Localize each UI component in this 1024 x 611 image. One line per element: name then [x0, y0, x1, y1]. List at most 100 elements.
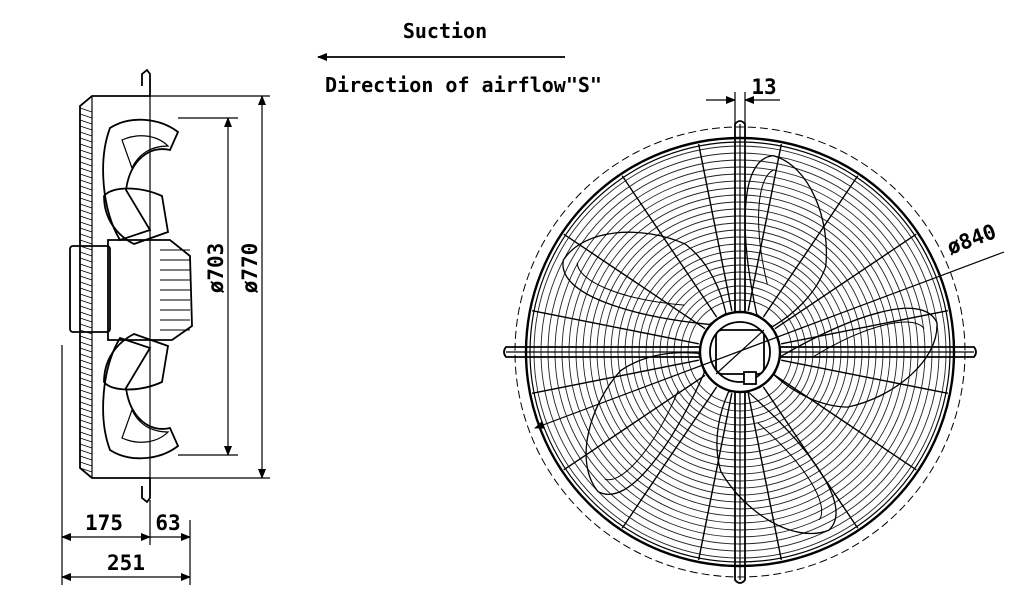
side-guard-wire: [79, 401, 93, 407]
side-guard-wire: [79, 353, 93, 359]
side-guard-wire: [79, 335, 93, 341]
side-guard-wire: [79, 419, 93, 425]
side-guard-wire: [79, 443, 93, 449]
blade-mid: [103, 187, 170, 245]
guard-spoke: [563, 374, 706, 471]
motor-rotor: [107, 239, 193, 341]
side-guard-wire: [79, 431, 93, 437]
side-guard-wire: [79, 311, 93, 317]
guard-spoke: [697, 143, 733, 311]
guard-spoke: [762, 175, 859, 318]
dim-840-label: ø840: [944, 219, 1000, 259]
side-guard-wire: [79, 413, 93, 419]
dim-251-label: 251: [107, 551, 145, 575]
side-guard-wire: [79, 131, 93, 137]
side-guard-wire: [79, 233, 93, 239]
guard-spoke: [697, 393, 733, 561]
dim-13-label: 13: [751, 75, 776, 99]
guard-spoke: [762, 386, 859, 529]
side-guard-wire: [79, 323, 93, 329]
side-guard-wire: [79, 437, 93, 443]
hub-diagonal: [715, 329, 765, 375]
guard-spoke: [774, 374, 917, 471]
side-guard-wire: [79, 455, 93, 461]
motor-body: [69, 245, 111, 333]
side-guard-wire: [79, 347, 93, 353]
side-guard-wire: [79, 299, 93, 305]
side-guard-wire: [79, 383, 93, 389]
blade-upper-slot: [121, 135, 170, 170]
airflow-direction-label: Direction of airflow"S": [325, 73, 602, 97]
guard-spoke: [747, 143, 783, 311]
side-guard-wire: [79, 287, 93, 293]
guard-spoke: [781, 309, 949, 345]
fan-blade: [562, 231, 727, 326]
fan-blade-outline: [585, 352, 705, 495]
side-guard-wire: [79, 173, 93, 179]
fan-blade-slot: [757, 422, 823, 521]
suction-label: Suction: [403, 19, 487, 43]
side-guard-wire: [79, 341, 93, 347]
side-guard-wire: [79, 113, 93, 119]
side-guard-wire: [79, 107, 93, 113]
guard-spoke: [621, 386, 718, 529]
dim-line-840: [534, 251, 1005, 429]
side-guard-wire: [79, 149, 93, 155]
side-guard-wire: [79, 185, 93, 191]
side-guard-wire: [79, 251, 93, 257]
side-guard-wire: [79, 257, 93, 263]
side-guard-wire: [79, 269, 93, 275]
side-guard-wire: [79, 167, 93, 173]
side-guard-wire: [79, 155, 93, 161]
fan-blade-slot: [604, 390, 679, 481]
guard-spoke: [774, 233, 917, 330]
side-guard-wire: [79, 389, 93, 395]
side-guard-wire: [79, 293, 93, 299]
fan-blade: [585, 352, 705, 495]
side-guard-wire: [79, 179, 93, 185]
guard-spoke: [531, 309, 699, 345]
fan-blade-slot: [758, 169, 775, 285]
side-guard-wire: [79, 221, 93, 227]
guard-spoke: [563, 233, 706, 330]
side-guard-wire: [79, 227, 93, 233]
guard-spoke: [781, 359, 949, 395]
side-guard-wire: [79, 161, 93, 167]
side-guard-wire: [79, 263, 93, 269]
side-guard-wire: [79, 377, 93, 383]
blade-lower: [102, 336, 180, 460]
side-guard-wire: [79, 449, 93, 455]
fan-side-view: ø703 ø770 175 63 251: [61, 68, 270, 585]
side-guard-wire: [79, 371, 93, 377]
side-guard-wire: [79, 125, 93, 131]
side-guard-wire: [79, 275, 93, 281]
side-guard-wire: [79, 209, 93, 215]
dim-175-label: 175: [85, 511, 123, 535]
side-guard-wire: [79, 281, 93, 287]
dim-63-label: 63: [155, 511, 180, 535]
side-guard-wire: [79, 197, 93, 203]
mount-bar-vertical: [734, 120, 746, 584]
side-guard-wire: [79, 143, 93, 149]
dim-703-label: ø703: [204, 243, 228, 294]
side-guard-wire: [79, 425, 93, 431]
fan-blade-slot: [576, 262, 685, 306]
side-guard-wire: [79, 407, 93, 413]
side-frame: [79, 68, 151, 504]
side-guard-wire: [79, 239, 93, 245]
side-guard-wire: [79, 317, 93, 323]
side-guard-wire: [79, 137, 93, 143]
guard-spokes: [531, 143, 949, 561]
rotor-fins: [160, 249, 190, 331]
side-guard-wire: [79, 215, 93, 221]
side-guard-wire: [79, 395, 93, 401]
side-guard-wire: [79, 365, 93, 371]
side-guard-wire: [79, 305, 93, 311]
side-guard-wire: [79, 467, 93, 473]
side-guard-wire: [79, 359, 93, 365]
guard-spoke: [747, 393, 783, 561]
blade-mid-lower: [103, 333, 170, 391]
blade-lower-slot: [121, 408, 170, 443]
mount-bar-horizontal: [503, 346, 977, 358]
